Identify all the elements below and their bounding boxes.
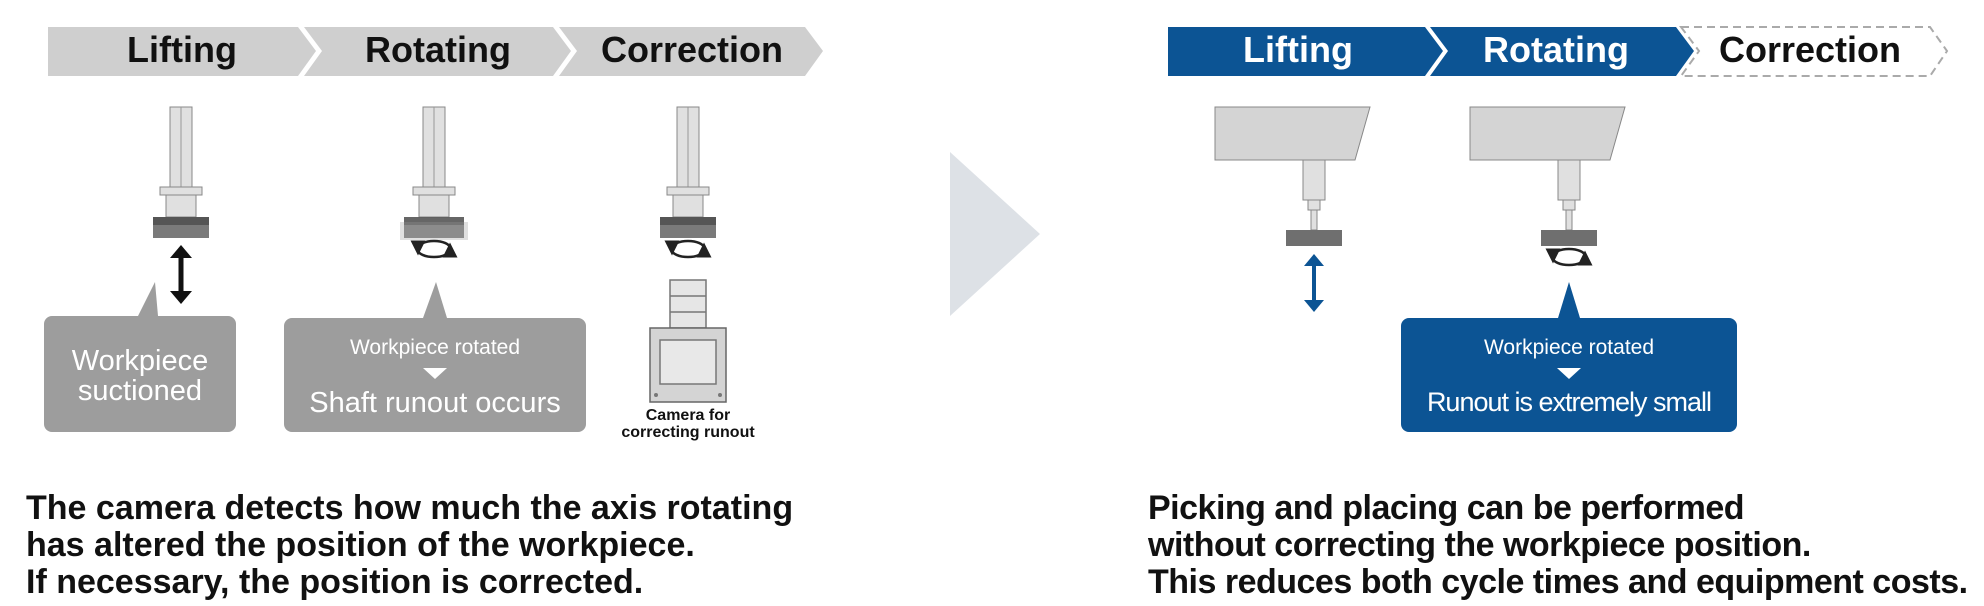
right-step-bar: Lifting Rotating Correction	[1168, 26, 1949, 77]
right-step-correction-label: Correction	[1719, 29, 1901, 70]
rotate-icon	[664, 239, 712, 259]
right-unit-rotating	[1469, 106, 1626, 246]
bubble-right-bottom: Runout is extremely small	[1427, 387, 1711, 417]
camera-icon	[649, 279, 727, 403]
left-caption-line2: has altered the position of the workpiec…	[26, 526, 695, 564]
bubble-rotated-bottom: Shaft runout occurs	[309, 387, 560, 419]
right-caption: Picking and placing can be performed wit…	[1148, 490, 1968, 601]
left-caption: The camera detects how much the axis rot…	[26, 490, 793, 601]
right-step-rotating-label: Rotating	[1483, 29, 1629, 70]
left-shaft-correction	[660, 106, 716, 238]
double-arrow-icon	[170, 245, 192, 304]
bubble-suction-line2: suctioned	[78, 375, 202, 407]
left-caption-line1: The camera detects how much the axis rot…	[26, 489, 794, 527]
left-shaft-rotating	[400, 106, 468, 240]
camera-label-line2: correcting runout	[621, 424, 755, 441]
left-caption-line3: If necessary, the position is corrected.	[26, 563, 644, 601]
right-caption-line2: without correcting the workpiece positio…	[1148, 526, 1811, 564]
rotate-icon	[410, 239, 458, 259]
right-step-lifting	[1168, 27, 1443, 76]
left-step-rotating	[304, 27, 571, 76]
right-caption-line1: Picking and placing can be performed	[1148, 489, 1745, 527]
bubble-right-top: Workpiece rotated	[1484, 336, 1654, 359]
bubble-workpiece-rotated-right: Workpiece rotated Runout is extremely sm…	[1401, 282, 1737, 432]
left-shaft-lifting	[153, 106, 209, 238]
rotate-icon	[1545, 247, 1593, 267]
right-caption-line3: This reduces both cycle times and equipm…	[1148, 563, 1968, 601]
bubble-workpiece-suctioned: Workpiece suctioned	[44, 282, 236, 432]
left-step-bar: Lifting Rotating Correction	[48, 27, 823, 76]
bubble-rotated-top: Workpiece rotated	[350, 336, 520, 359]
double-arrow-icon	[1304, 254, 1324, 312]
transition-arrow-icon	[950, 152, 1040, 316]
left-step-lifting	[48, 27, 316, 76]
left-step-correction	[559, 27, 823, 76]
camera-label-line1: Camera for	[646, 407, 730, 424]
right-step-rotating	[1430, 27, 1694, 76]
left-step-lifting-label: Lifting	[127, 29, 237, 70]
right-unit-lifting	[1214, 106, 1371, 246]
bubble-workpiece-rotated-left: Workpiece rotated Shaft runout occurs	[284, 282, 586, 432]
left-step-rotating-label: Rotating	[365, 29, 511, 70]
left-step-correction-label: Correction	[601, 29, 783, 70]
bubble-suction-line1: Workpiece	[72, 345, 208, 377]
right-step-correction	[1679, 26, 1949, 77]
right-step-lifting-label: Lifting	[1243, 29, 1353, 70]
